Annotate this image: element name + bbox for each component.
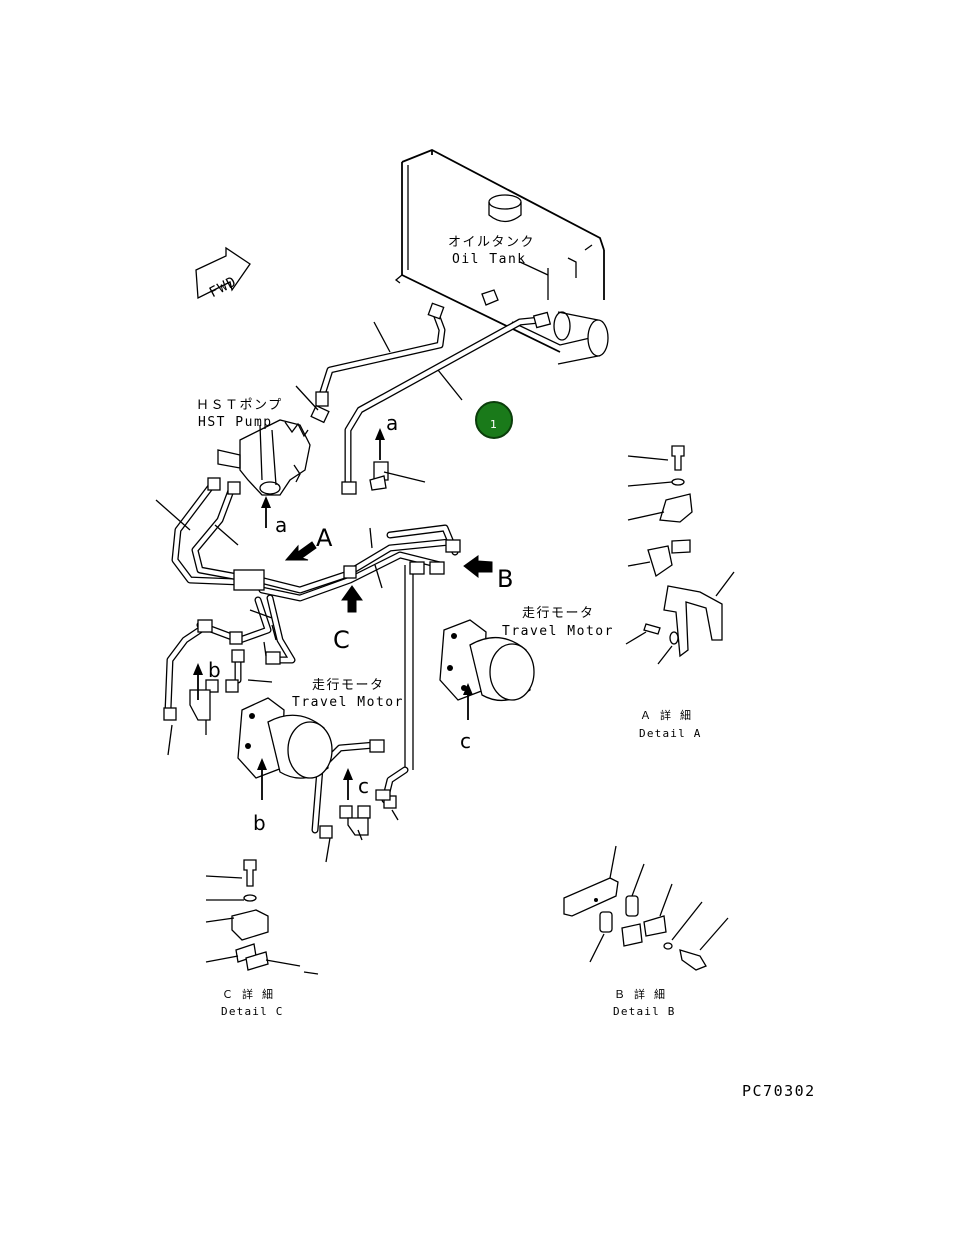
figure-code: PC70302 xyxy=(742,1082,816,1100)
view-letter-a-lower-1: a xyxy=(386,411,398,435)
hst-pump-label-jp: ＨＳＴポンプ xyxy=(196,398,283,413)
oil-tank-label-jp: オイルタンク xyxy=(448,235,535,250)
travel-motor-left-label-jp: 走行モータ xyxy=(312,678,385,693)
view-letter-A: A xyxy=(316,524,333,552)
leader-lines xyxy=(155,321,463,863)
hst-pump-label-en: HST Pump xyxy=(198,415,273,430)
view-letter-c-lower-1: c xyxy=(358,774,369,798)
detail-b-label-en: Detail B xyxy=(613,1005,676,1018)
hydraulic-hoses xyxy=(164,310,544,834)
labels: オイルタンク Oil Tank ＨＳＴポンプ HST Pump 走行モータ Tr… xyxy=(196,235,816,1100)
view-letter-C: C xyxy=(333,626,350,654)
travel-motor-right-label-jp: 走行モータ xyxy=(522,606,595,621)
detail-c-label-jp: Ｃ 詳 細 xyxy=(222,987,274,1001)
detail-b-label-jp: Ｂ 詳 細 xyxy=(614,987,666,1001)
detail-a-parts xyxy=(625,445,735,665)
view-arrows xyxy=(193,428,493,800)
oil-tank xyxy=(394,149,609,365)
travel-motor-left xyxy=(237,697,333,779)
part-callout-number: 1 xyxy=(490,418,497,431)
detail-a-label-jp: Ａ 詳 細 xyxy=(640,708,692,722)
view-letter-B: B xyxy=(497,565,513,593)
view-letter-a-lower-2: a xyxy=(275,513,287,537)
hst-pump xyxy=(217,419,311,496)
detail-b-parts xyxy=(563,845,729,971)
view-letter-b-lower-1: b xyxy=(208,658,221,682)
arrow-view-a-icon xyxy=(284,541,317,561)
arrow-view-c-icon xyxy=(341,585,363,613)
detail-c-label-en: Detail C xyxy=(221,1005,284,1018)
fwd-arrow-sign: FWD xyxy=(195,246,251,301)
hose-fittings xyxy=(163,302,552,839)
view-letter-c-lower-2: c xyxy=(460,729,471,753)
oil-tank-label-en: Oil Tank xyxy=(452,252,527,267)
arrow-view-b-icon xyxy=(463,555,493,579)
part-callout-1[interactable]: 1 xyxy=(475,401,513,439)
travel-motor-right xyxy=(439,619,535,702)
travel-motor-right-label-en: Travel Motor xyxy=(502,624,614,639)
detail-a-label-en: Detail A xyxy=(639,727,702,740)
detail-c-parts xyxy=(205,859,319,975)
travel-motor-left-label-en: Travel Motor xyxy=(292,695,404,710)
view-letter-b-lower-2: b xyxy=(253,811,266,835)
